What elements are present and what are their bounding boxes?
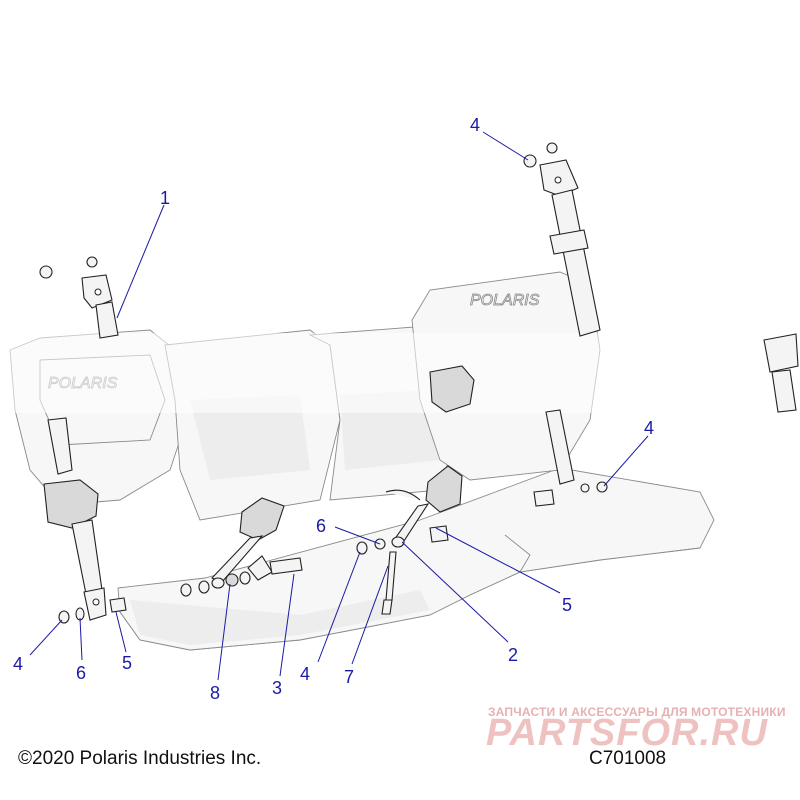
seat-logo-right: POLARIS bbox=[470, 292, 540, 309]
callout-6a: 6 bbox=[76, 663, 86, 683]
image-gap-band bbox=[0, 333, 800, 413]
nut-right-top bbox=[523, 154, 537, 168]
callouts: 1 2 3 4 4 4 4 5 5 6 6 7 8 bbox=[13, 115, 654, 703]
bolt-left-lower bbox=[109, 597, 127, 613]
buckle-head-right bbox=[425, 465, 463, 513]
callout-1: 1 bbox=[160, 188, 170, 208]
copyright-notice: ©2020 Polaris Industries Inc. bbox=[18, 748, 262, 769]
sensor-end-7 bbox=[381, 599, 393, 615]
spacer-center bbox=[239, 571, 251, 585]
bolt-right-lower bbox=[533, 489, 555, 507]
seat-belt-left bbox=[39, 256, 127, 624]
bolt-3 bbox=[269, 557, 303, 575]
callout-3: 3 bbox=[272, 678, 282, 698]
belt-webbing-right-upper bbox=[551, 189, 601, 337]
callout-4a: 4 bbox=[470, 115, 480, 135]
watermark-brand: PARTSFOR.RU bbox=[486, 712, 768, 754]
callout-4d: 4 bbox=[300, 664, 310, 684]
bolt-head-left-top bbox=[86, 256, 98, 268]
washer-center-a bbox=[180, 583, 192, 597]
belt-webbing-right-lower bbox=[545, 409, 575, 485]
buckle-pivot-center bbox=[211, 577, 225, 589]
belt-webbing-left-upper bbox=[95, 301, 119, 339]
buckle-wire bbox=[385, 489, 421, 501]
callout-4b: 4 bbox=[644, 418, 654, 438]
callout-5a: 5 bbox=[122, 653, 132, 673]
callout-4c: 4 bbox=[13, 654, 23, 674]
washer-center-b bbox=[198, 580, 210, 594]
leader-lines bbox=[29, 131, 649, 681]
seat-base bbox=[117, 467, 715, 651]
spacer-4c bbox=[356, 541, 368, 555]
callout-6b: 6 bbox=[316, 516, 326, 536]
buckle-assembly-right bbox=[356, 465, 463, 615]
buckle-head-center bbox=[239, 497, 285, 541]
callout-8: 8 bbox=[210, 683, 220, 703]
buckle-assembly-center bbox=[180, 497, 303, 597]
nut-left-top bbox=[39, 265, 53, 279]
buckle-pivot-right bbox=[391, 536, 405, 548]
bolt-right-buckle bbox=[429, 525, 449, 543]
seat-belt-right bbox=[429, 142, 799, 507]
belt-retractor-left bbox=[43, 479, 99, 529]
watermark-tagline: ЗАПЧАСТИ И АКСЕССУАРЫ ДЛЯ МОТОТЕХНИКИ bbox=[488, 705, 786, 719]
callout-5b: 5 bbox=[562, 595, 572, 615]
callout-7: 7 bbox=[344, 667, 354, 687]
belt-webbing-left-mid bbox=[47, 417, 73, 475]
drawing-number: C701008 bbox=[589, 748, 667, 769]
belt-retractor-right bbox=[429, 365, 475, 413]
belt-webbing-far-right bbox=[771, 369, 797, 413]
belt-webbing-left-lower bbox=[71, 519, 103, 595]
belt-guide-far-right bbox=[763, 333, 799, 373]
washer-right-a bbox=[580, 483, 590, 493]
belt-guide-right bbox=[549, 229, 589, 255]
bolt-head-right-top bbox=[546, 142, 558, 154]
nut-right-lower bbox=[596, 481, 608, 493]
bushing-8 bbox=[225, 573, 239, 587]
callout-2: 2 bbox=[508, 645, 518, 665]
